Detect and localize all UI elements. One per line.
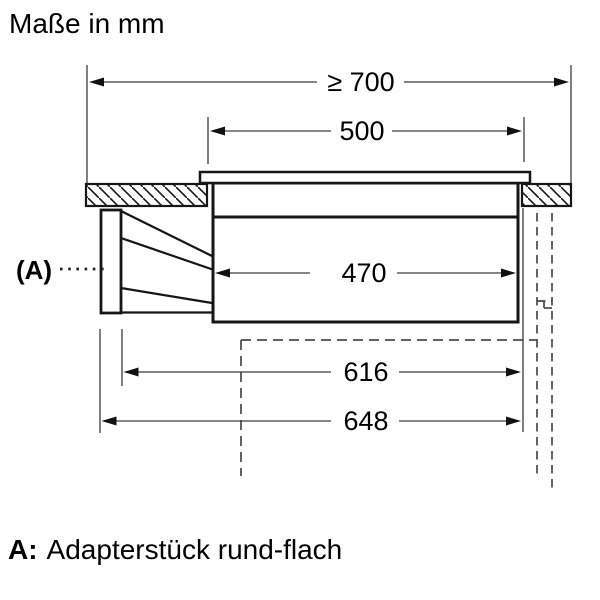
exhaust-duct-dashed	[536, 213, 553, 488]
legend-a-key: A:	[8, 534, 38, 565]
dimension-label-body-width: 470	[341, 258, 386, 288]
appliance-body	[211, 181, 520, 324]
callout-a-label: (A)	[16, 255, 52, 285]
legend-a: A: Adapterstück rund-flach	[8, 534, 342, 566]
page-title: Maße in mm	[9, 8, 165, 39]
dimension-label-overall-width: ≥ 700	[327, 67, 394, 97]
arrow-left-icon	[123, 367, 139, 377]
dimension-depth-inner: 616	[121, 329, 521, 387]
dimension-overall-width: ≥ 700	[86, 65, 572, 183]
arrow-left-icon	[210, 126, 225, 136]
countertop-left-hatch	[84, 182, 209, 208]
adapter-outlet	[99, 208, 123, 315]
dimension-label-depth-inner: 616	[343, 357, 388, 387]
dimension-label-depth-outer: 648	[343, 406, 388, 436]
legend-a-text: Adapterstück rund-flach	[46, 534, 343, 565]
arrow-right-icon	[507, 126, 522, 136]
cooktop-glass-panel	[198, 170, 532, 185]
arrow-right-icon	[506, 367, 521, 377]
clearance-outline-dashed	[240, 339, 537, 476]
countertop-right-hatch	[520, 182, 573, 208]
arrow-right-icon	[501, 268, 516, 278]
dimension-cutout-width: 500	[207, 116, 525, 164]
arrow-right-icon	[506, 416, 521, 426]
dimension-label-cutout-width: 500	[339, 116, 384, 146]
arrow-left-icon	[89, 77, 104, 87]
arrow-right-icon	[554, 77, 569, 87]
arrow-left-icon	[101, 416, 117, 426]
dimension-body-width: 470	[215, 258, 516, 288]
adapter-funnel-lines	[120, 210, 215, 314]
arrow-left-icon	[215, 268, 230, 278]
dimension-depth-outer: 648	[99, 329, 521, 436]
